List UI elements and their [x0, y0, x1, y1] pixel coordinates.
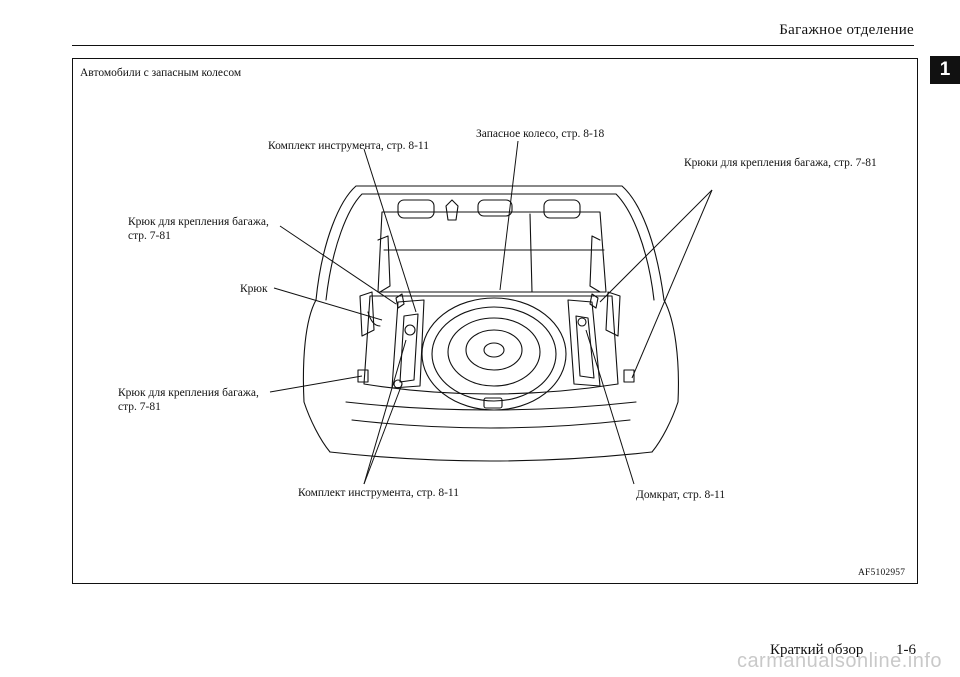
footer-page-number: 1-6: [896, 642, 916, 658]
figure-caption: Автомобили с запасным колесом: [80, 67, 242, 79]
jack-tray: [567, 299, 601, 387]
headrest-center: [477, 199, 513, 217]
rear-bumper: [329, 451, 653, 462]
callout-hooks-right: Крюки для крепления багажа, стр. 7-81: [684, 157, 877, 169]
hook-left-lower: [357, 369, 369, 383]
tailgate-opening-outline: [315, 185, 665, 301]
callout-spare-wheel: Запасное колесо, стр. 8-18: [476, 128, 605, 140]
footer-section: Краткий обзор: [770, 642, 864, 658]
rear-seat-back: [377, 211, 607, 293]
chapter-tab: 1: [930, 56, 960, 84]
callout-hook-upper-left-line1: Крюк для крепления багажа,: [128, 216, 269, 228]
callout-jack: Домкрат, стр. 8-11: [636, 489, 726, 501]
hook-right-upper: [589, 293, 599, 309]
tool-kit-tray-left: [391, 299, 425, 389]
callout-hook-upper-left-line2: стр. 7-81: [128, 230, 171, 242]
left-body-side: [302, 299, 331, 453]
callout-hook-lower-left-line2: стр. 7-81: [118, 401, 161, 413]
callout-hook: Крюк: [240, 283, 268, 295]
header-divider: [72, 45, 914, 46]
figure-image-code: AF5102957: [858, 568, 906, 578]
page-header-title: Багажное отделение: [779, 22, 914, 38]
callout-tool-kit-bottom: Комплект инструмента, стр. 8-11: [298, 487, 459, 499]
watermark: carmanualsonline.info: [736, 650, 942, 672]
right-body-side: [651, 299, 679, 453]
headrest-right: [543, 199, 581, 219]
hook-left-upper: [395, 293, 405, 309]
cargo-floor: [363, 295, 619, 395]
callout-hook-lower-left-line1: Крюк для крепления багажа,: [118, 387, 259, 399]
figure-frame: [72, 58, 918, 584]
hook-right-lower: [623, 369, 635, 383]
headrest-left: [397, 199, 435, 219]
callout-tool-kit-top: Комплект инструмента, стр. 8-11: [268, 140, 429, 152]
spare-wheel-drawing: [421, 297, 567, 411]
